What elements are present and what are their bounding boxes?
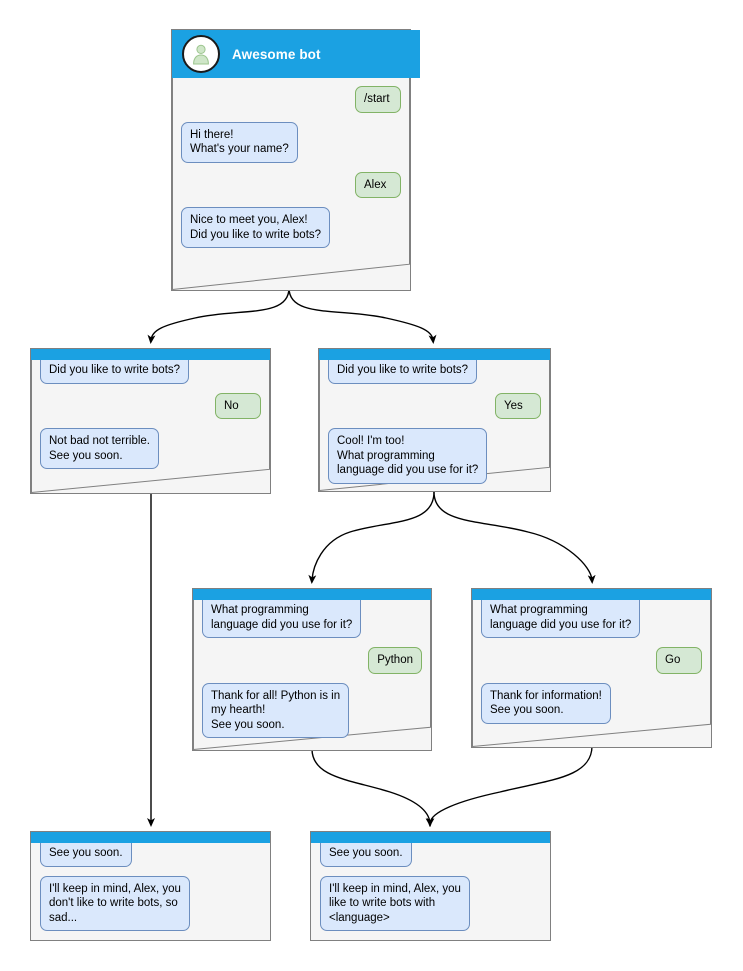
card-header (193, 589, 431, 600)
card-body: Did you like to write bots? Yes Cool! I'… (319, 358, 550, 493)
message-row: See you soon. (40, 841, 261, 867)
card-body: What programming language did you use fo… (193, 598, 431, 747)
message-list: What programming language did you use fo… (472, 598, 711, 733)
message-list: Did you like to write bots? Yes Cool! I'… (319, 358, 550, 493)
message-row: I'll keep in mind, Alex, you like to wri… (320, 875, 541, 931)
message-row: No (40, 392, 261, 419)
card-answer-yes[interactable]: Did you like to write bots? Yes Cool! I'… (318, 348, 551, 492)
bot-message-bubble: Thank for all! Python is in my hearth! S… (202, 682, 350, 738)
card-header (319, 349, 550, 360)
message-row: Nice to meet you, Alex! Did you like to … (181, 207, 401, 248)
bot-message-bubble: Not bad not terrible. See you soon. (40, 428, 160, 469)
message-row: Cool! I'm too! What programming language… (328, 428, 541, 484)
user-message-bubble: /start (355, 86, 401, 113)
connector-yes-to-python (308, 491, 435, 584)
bot-message-bubble: See you soon. (40, 841, 132, 867)
card-body-root: /start Hi there! What's your name? Alex … (172, 78, 410, 257)
card-answer-no[interactable]: Did you like to write bots? No Not bad n… (30, 348, 271, 494)
message-row: /start (181, 86, 401, 113)
message-row: Did you like to write bots? (40, 358, 261, 384)
message-row: I'll keep in mind, Alex, you don't like … (40, 875, 261, 931)
connector-yes-to-go (433, 491, 596, 584)
user-message-bubble: Alex (355, 171, 401, 198)
person-avatar-icon (182, 35, 220, 73)
message-row: Alex (181, 171, 401, 198)
card-body: See you soon. I'll keep in mind, Alex, y… (31, 841, 270, 940)
bot-message-bubble: What programming language did you use fo… (202, 598, 362, 638)
message-row: Hi there! What's your name? (181, 121, 401, 163)
bot-message-bubble: Thank for information! See you soon. (481, 682, 611, 724)
message-row: What programming language did you use fo… (202, 598, 422, 638)
card-header (31, 349, 270, 360)
user-message-bubble: Go (656, 647, 702, 674)
message-row: Did you like to write bots? (328, 358, 541, 384)
message-row: Not bad not terrible. See you soon. (40, 428, 261, 469)
bot-message-bubble: Hi there! What's your name? (181, 121, 298, 163)
bot-message-bubble: What programming language did you use fo… (481, 598, 641, 638)
bot-message-bubble: Cool! I'm too! What programming language… (328, 428, 488, 484)
bot-message-bubble: See you soon. (320, 841, 412, 867)
message-row: What programming language did you use fo… (481, 598, 702, 638)
message-list: See you soon. I'll keep in mind, Alex, y… (31, 841, 270, 940)
message-row: Thank for information! See you soon. (481, 682, 702, 724)
message-list: /start Hi there! What's your name? Alex … (172, 78, 410, 257)
bot-message-bubble: Nice to meet you, Alex! Did you like to … (181, 207, 331, 248)
card-body: Did you like to write bots? No Not bad n… (31, 358, 270, 478)
bot-title: Awesome bot (232, 46, 321, 62)
message-list: What programming language did you use fo… (193, 598, 431, 747)
card-answer-python[interactable]: What programming language did you use fo… (192, 588, 432, 751)
bot-message-bubble: I'll keep in mind, Alex, you like to wri… (320, 875, 470, 931)
connector-python-to-end-yes (311, 748, 434, 827)
card-end-yes[interactable]: See you soon. I'll keep in mind, Alex, y… (310, 831, 551, 941)
bot-message-bubble: Did you like to write bots? (328, 358, 478, 384)
card-header (472, 589, 711, 600)
card-root-awesome-bot[interactable]: Awesome bot /start Hi there! What's your… (171, 29, 420, 291)
message-row: Go (481, 647, 702, 674)
message-list: See you soon. I'll keep in mind, Alex, y… (311, 841, 550, 940)
message-list: Did you like to write bots? No Not bad n… (31, 358, 270, 478)
message-row: See you soon. (320, 841, 541, 867)
card-header-root: Awesome bot (172, 30, 420, 78)
user-message-bubble: No (215, 392, 261, 419)
bot-message-bubble: Did you like to write bots? (40, 358, 190, 384)
card-body: See you soon. I'll keep in mind, Alex, y… (311, 841, 550, 940)
user-message-bubble: Python (368, 647, 422, 674)
message-row: Python (202, 647, 422, 674)
connector-root-to-no (147, 287, 290, 344)
card-body: What programming language did you use fo… (472, 598, 711, 733)
bot-message-bubble: I'll keep in mind, Alex, you don't like … (40, 875, 190, 931)
message-row: Yes (328, 392, 541, 419)
message-row: Thank for all! Python is in my hearth! S… (202, 682, 422, 738)
card-header (31, 832, 270, 843)
user-message-bubble: Yes (495, 392, 541, 419)
card-end-no[interactable]: See you soon. I'll keep in mind, Alex, y… (30, 831, 271, 941)
connector-root-to-yes (288, 287, 437, 344)
connector-go-to-end-yes (426, 745, 593, 827)
card-answer-go[interactable]: What programming language did you use fo… (471, 588, 712, 748)
card-header (311, 832, 550, 843)
